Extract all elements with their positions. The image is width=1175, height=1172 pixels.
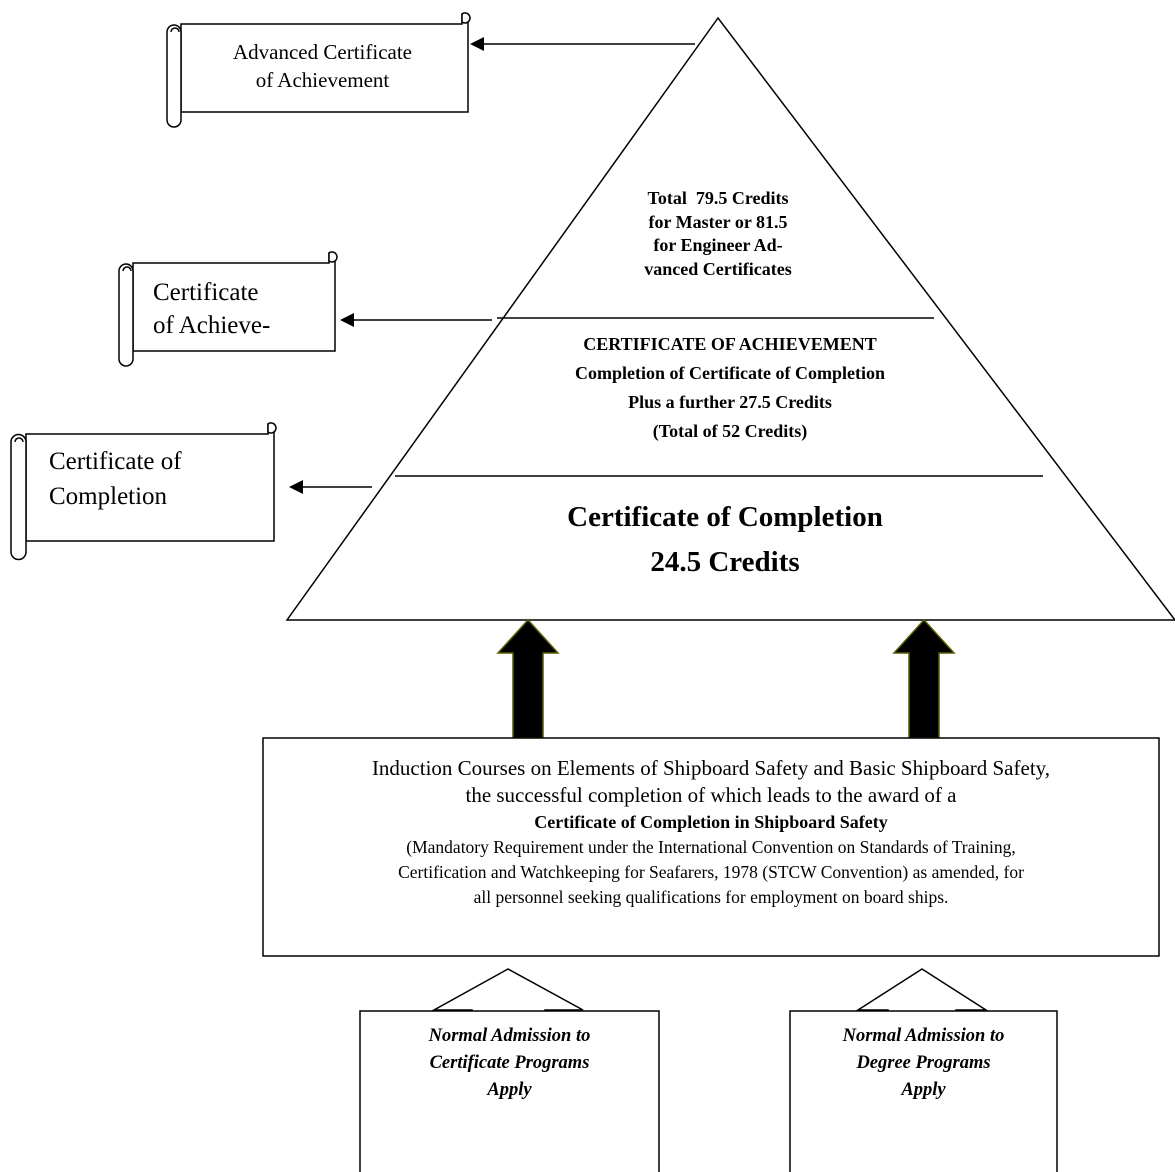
- pyramid-top-line-4: vanced Certificates: [644, 258, 792, 279]
- scroll-completion-text: Certificate of Completion: [49, 444, 269, 514]
- induction-text: Induction Courses on Elements of Shipboa…: [268, 755, 1154, 910]
- induction-line-1: Induction Courses on Elements of Shipboa…: [371, 756, 1051, 780]
- arrow-to-achievement-scroll: [340, 313, 492, 327]
- upward-arrow-left: [496, 618, 560, 739]
- pyramid-outline: [285, 16, 1175, 621]
- induction-line-5: Certification and Watchkeeping for Seafa…: [398, 862, 1024, 882]
- pyramid-middle-heading: CERTIFICATE OF ACHIEVEMENT: [583, 334, 877, 354]
- admission-certificate-line-2: Certificate Programs: [429, 1053, 590, 1073]
- admission-certificate-text: Normal Admission to Certificate Programs…: [362, 1023, 657, 1104]
- induction-box: [262, 737, 1160, 957]
- pyramid-bottom-credits: 24.5 Credits: [650, 546, 800, 578]
- induction-line-4: (Mandatory Requirement under the Interna…: [406, 837, 1016, 857]
- pyramid-middle-line-4: (Total of 52 Credits): [652, 421, 808, 441]
- pyramid-top-line-3: for Engineer Ad-: [653, 235, 783, 255]
- admission-certificate-line-3: Apply: [487, 1080, 532, 1100]
- scroll-completion-line-1: Certificate of: [49, 448, 182, 475]
- induction-line-6: all personnel seeking qualifications for…: [473, 887, 949, 907]
- scroll-completion-line-2: Completion: [49, 483, 168, 510]
- scroll-shape-advanced: [166, 12, 471, 128]
- scroll-shape-completion: [10, 422, 277, 561]
- scroll-advanced-line-1: Advanced Certificate: [233, 40, 412, 64]
- scroll-achievement-text: Certificate of Achieve-: [153, 276, 333, 342]
- admission-degree-line-3: Apply: [901, 1080, 946, 1100]
- pyramid-bottom-text: Certificate of Completion 24.5 Credits: [475, 495, 975, 585]
- upward-arrow-right: [892, 618, 956, 739]
- admission-degree-line-2: Degree Programs: [856, 1053, 991, 1073]
- pyramid-middle-line-3: Plus a further 27.5 Credits: [628, 392, 832, 412]
- scroll-achievement-line-1: Certificate: [153, 279, 259, 306]
- pyramid-top-line-1: Total 79.5 Credits: [647, 188, 789, 208]
- pyramid-top-text: Total 79.5 Credits for Master or 81.5 fo…: [588, 187, 848, 281]
- arrow-to-advanced-scroll: [470, 37, 695, 51]
- admission-degree-line-1: Normal Admission to: [842, 1026, 1005, 1046]
- pyramid-bottom-title: Certificate of Completion: [567, 501, 883, 533]
- admission-certificate-line-1: Normal Admission to: [428, 1026, 591, 1046]
- induction-certificate-title: Certificate of Completion in Shipboard S…: [534, 812, 888, 832]
- admission-box-degree: [789, 1010, 1058, 1172]
- pyramid-top-line-2: for Master or 81.5: [648, 211, 788, 232]
- pyramid-middle-text: CERTIFICATE OF ACHIEVEMENT Completion of…: [480, 330, 980, 446]
- scroll-advanced-text: Advanced Certificate of Achievement: [185, 38, 460, 94]
- scroll-shape-achievement: [118, 251, 338, 367]
- arrow-to-completion-scroll: [289, 480, 372, 494]
- induction-line-2: the successful completion of which leads…: [465, 783, 957, 807]
- scroll-advanced-line-2: of Achievement: [255, 68, 390, 92]
- pyramid-middle-line-2: Completion of Certificate of Completion: [575, 363, 885, 383]
- admission-box-certificate: [359, 1010, 660, 1172]
- scroll-achievement-line-2: of Achieve-: [153, 312, 271, 339]
- admission-degree-text: Normal Admission to Degree Programs Appl…: [792, 1023, 1055, 1104]
